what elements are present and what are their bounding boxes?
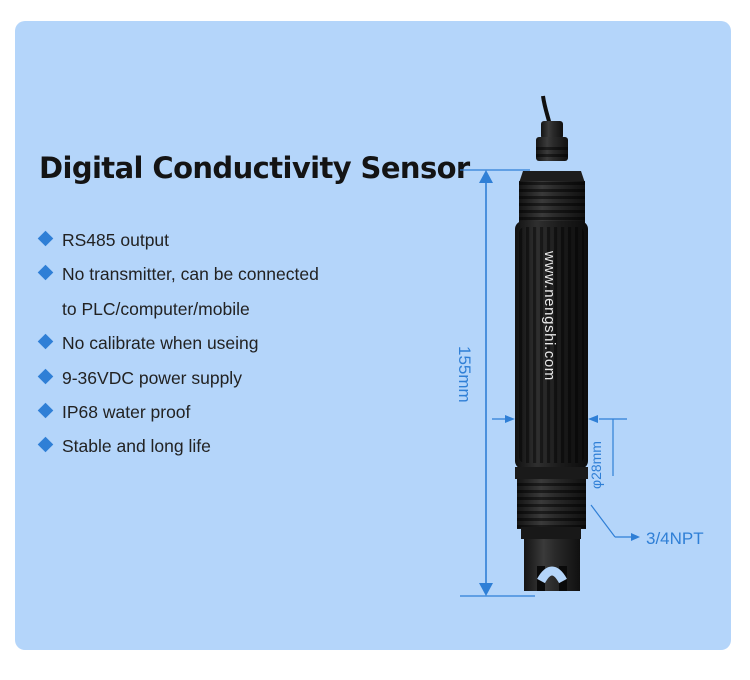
length-label: 155mm — [455, 346, 474, 403]
thread-label: 3/4NPT — [646, 529, 704, 548]
feature-text: No calibrate when useing — [62, 333, 259, 354]
feature-list: RS485 output No transmitter, can be conn… — [37, 223, 319, 464]
feature-item: RS485 output — [37, 223, 319, 257]
feature-text: RS485 output — [62, 230, 170, 250]
feature-item-continuation: to PLC/computer/mobile — [38, 292, 319, 326]
diameter-label: φ28mm — [588, 441, 604, 489]
sensor-cap — [519, 171, 585, 223]
sensor-body — [515, 221, 588, 479]
sensor-drawing: www.nengshi.com 155mm φ28mm 3/4NPT — [455, 95, 704, 597]
feature-item: Stable and long life — [37, 429, 319, 463]
feature-text: to PLC/computer/mobile — [62, 298, 250, 319]
feature-item: 9-36VDC power supply — [37, 361, 319, 395]
diameter-dimension — [492, 415, 627, 476]
feature-text: 9-36VDC power supply — [62, 367, 242, 388]
sensor-probe-tip — [524, 539, 580, 591]
product-title: Digital Conductivity Sensor — [39, 151, 470, 185]
feature-item: No calibrate when useing — [37, 326, 319, 360]
sensor-thread — [517, 479, 586, 539]
length-dimension — [460, 169, 535, 597]
sensor-label: www.nengshi.com — [541, 250, 558, 381]
feature-text: Stable and long life — [62, 436, 211, 457]
thread-callout — [590, 504, 640, 541]
feature-text: IP68 water proof — [62, 402, 191, 423]
feature-item: IP68 water proof — [37, 395, 319, 429]
product-panel: Digital Conductivity Sensor RS485 output… — [15, 21, 731, 650]
feature-item: No transmitter, can be connected — [37, 257, 319, 291]
sensor-cable — [536, 95, 568, 161]
feature-text: No transmitter, can be connected — [62, 264, 319, 285]
